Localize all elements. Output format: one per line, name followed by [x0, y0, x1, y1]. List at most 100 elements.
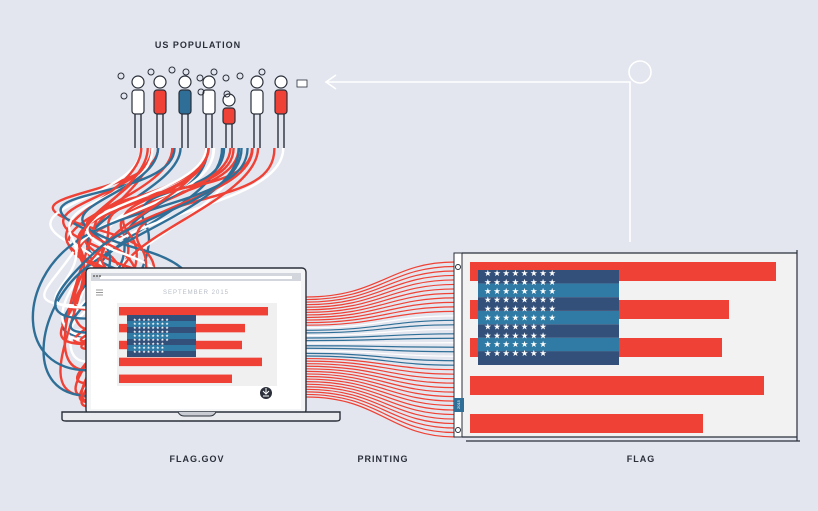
- star-icon: ★: [521, 314, 528, 323]
- star-icon: ★: [156, 341, 160, 346]
- star-icon: ★: [530, 349, 537, 358]
- person-icon: [222, 93, 236, 148]
- bubble-icon: [258, 68, 266, 76]
- canton-band: [127, 321, 196, 327]
- star-icon: ★: [521, 349, 528, 358]
- population-thread: [59, 147, 176, 334]
- person-icon: [131, 75, 145, 148]
- star-icon: ★: [502, 296, 509, 305]
- person-icon: [153, 75, 167, 148]
- star-icon: ★: [493, 322, 500, 331]
- star-icon: ★: [161, 349, 165, 354]
- star-icon: ★: [539, 269, 546, 278]
- canton-band: [127, 327, 196, 333]
- print-thread: [305, 283, 456, 311]
- star-icon: ★: [493, 278, 500, 287]
- star-icon: ★: [512, 349, 519, 358]
- star-icon: ★: [502, 269, 509, 278]
- star-icon: ★: [156, 329, 160, 334]
- star-icon: ★: [156, 321, 160, 326]
- print-thread: [305, 345, 456, 348]
- star-icon: ★: [138, 341, 142, 346]
- star-icon: ★: [138, 325, 142, 330]
- star-icon: ★: [151, 325, 155, 330]
- print-thread: [305, 274, 456, 306]
- star-icon: ★: [151, 333, 155, 338]
- star-icon: ★: [539, 278, 546, 287]
- print-thread: [305, 381, 456, 411]
- star-icon: ★: [147, 333, 151, 338]
- person-icon: [202, 75, 216, 148]
- star-icon: ★: [138, 333, 142, 338]
- feedback-arrow: [324, 60, 652, 242]
- bubble-icon: [147, 68, 155, 76]
- star-icon: ★: [147, 345, 151, 350]
- star-icon: ★: [151, 317, 155, 322]
- star-icon: ★: [161, 341, 165, 346]
- canton-band: [127, 345, 196, 351]
- print-thread: [305, 337, 456, 342]
- star-icon: ★: [530, 278, 537, 287]
- print-thread: [305, 368, 456, 389]
- star-icon: ★: [512, 278, 519, 287]
- star-icon: ★: [530, 322, 537, 331]
- star-icon: ★: [484, 305, 491, 314]
- star-icon: ★: [521, 287, 528, 296]
- star-icon: ★: [539, 305, 546, 314]
- star-icon: ★: [502, 287, 509, 296]
- star-icon: ★: [502, 331, 509, 340]
- star-icon: ★: [530, 296, 537, 305]
- print-thread: [305, 310, 456, 326]
- star-icon: ★: [147, 349, 151, 354]
- star-icon: ★: [548, 269, 555, 278]
- flag-label: FLAG: [626, 454, 656, 464]
- canton-band: [478, 297, 619, 311]
- star-icon: ★: [539, 287, 546, 296]
- laptop: ★★★★★★★★★★★★★★★★★★★★★★★★★★★★★★★★★★★★★★★★…: [61, 267, 341, 422]
- star-icon: ★: [147, 337, 151, 342]
- star-icon: ★: [484, 314, 491, 323]
- star-icon: ★: [530, 269, 537, 278]
- bubble-icon: [117, 72, 125, 80]
- star-icon: ★: [151, 337, 155, 342]
- star-icon: ★: [530, 305, 537, 314]
- flag-stripe: [470, 376, 764, 395]
- star-icon: ★: [133, 333, 137, 338]
- star-icon: ★: [151, 341, 155, 346]
- canton-band: [127, 333, 196, 339]
- print-thread: [305, 328, 456, 337]
- star-icon: ★: [138, 317, 142, 322]
- star-icon: ★: [142, 329, 146, 334]
- star-icon: ★: [161, 345, 165, 350]
- star-icon: ★: [539, 349, 546, 358]
- star-icon: ★: [539, 331, 546, 340]
- population-thread: [64, 147, 143, 385]
- print-thread: [305, 350, 456, 357]
- population-thread: [73, 147, 235, 311]
- star-icon: ★: [138, 337, 142, 342]
- population-thread: [54, 147, 243, 320]
- star-icon: ★: [142, 337, 146, 342]
- star-icon: ★: [156, 325, 160, 330]
- star-icon: ★: [165, 333, 169, 338]
- star-icon: ★: [512, 269, 519, 278]
- star-icon: ★: [521, 322, 528, 331]
- print-thread: [305, 393, 456, 434]
- star-icon: ★: [133, 349, 137, 354]
- small-flag-icon: [296, 79, 308, 88]
- star-icon: ★: [147, 341, 151, 346]
- star-icon: ★: [161, 333, 165, 338]
- star-icon: ★: [512, 287, 519, 296]
- print-thread: [305, 265, 456, 301]
- star-icon: ★: [548, 305, 555, 314]
- pole-year: 2015: [454, 398, 464, 412]
- print-thread: [305, 370, 456, 393]
- star-icon: ★: [484, 278, 491, 287]
- canton-band: [127, 339, 196, 345]
- star-icon: ★: [493, 331, 500, 340]
- star-icon: ★: [502, 349, 509, 358]
- flag-stripe: [119, 357, 262, 367]
- star-icon: ★: [133, 341, 137, 346]
- star-icon: ★: [165, 321, 169, 326]
- canton-band: [478, 351, 619, 365]
